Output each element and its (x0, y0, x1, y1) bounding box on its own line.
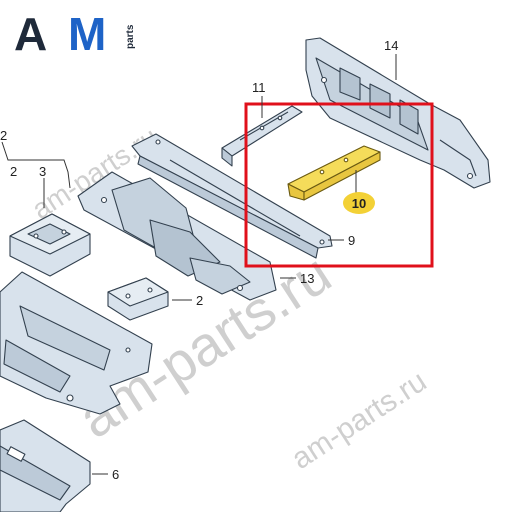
part-13-tunnel-panel (77, 171, 277, 301)
callout-label-11: 11 (252, 80, 266, 95)
logo-letter-m: M (68, 8, 106, 60)
part-9-cross-member (131, 133, 333, 259)
callout-label-6: 6 (112, 467, 119, 482)
callout-labels: 2 2 3 11 14 9 13 2 6 (0, 38, 398, 482)
part-3-bracket (9, 213, 91, 277)
callout-label-3: 3 (39, 164, 46, 179)
callout-label-13: 13 (300, 271, 314, 286)
part-10-highlighted-bracket (287, 145, 381, 201)
leader-lines (1, 54, 397, 475)
logo-parts-suffix: parts (125, 24, 136, 49)
am-parts-logo: A M parts (14, 8, 136, 60)
part-14-rear-panel (305, 37, 491, 189)
callout-label-2-top: 2 (0, 128, 7, 143)
callout-label-2-mid: 2 (196, 293, 203, 308)
part-6-sill (0, 419, 91, 512)
part-11-rail (221, 105, 303, 167)
logo-letter-a: A (14, 8, 47, 60)
watermark-group: am-parts.ru am-parts.ru am-parts.ru (26, 121, 432, 476)
callout-badge-10-background (343, 192, 375, 214)
part-2-small-bracket (107, 277, 169, 321)
callout-badge-10: 10 (343, 192, 375, 214)
callout-label-9: 9 (348, 233, 355, 248)
callout-label-2-left: 2 (10, 164, 17, 179)
callout-label-10: 10 (352, 196, 366, 211)
highlight-frame (244, 102, 434, 268)
callout-label-14: 14 (384, 38, 398, 53)
floor-panel-large (0, 271, 153, 415)
watermark-text-bottom: am-parts.ru (286, 365, 433, 476)
